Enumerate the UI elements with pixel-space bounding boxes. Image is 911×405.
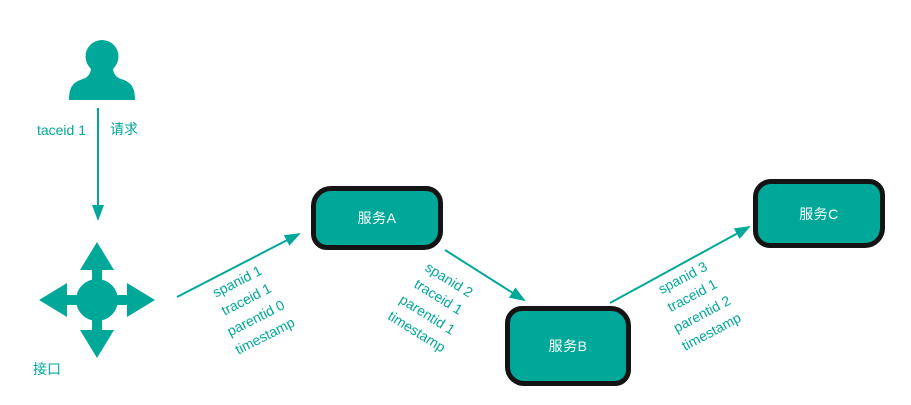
span2-arrow bbox=[444, 249, 526, 302]
service-b-label: 服务B bbox=[548, 338, 588, 354]
request-label: 请求 bbox=[110, 121, 138, 137]
interface-move-icon bbox=[39, 242, 155, 358]
traceid-label: taceid 1 bbox=[36, 122, 86, 138]
span1-arrow bbox=[176, 233, 301, 298]
service-a-label: 服务A bbox=[357, 210, 397, 226]
interface-label: 接口 bbox=[33, 361, 61, 377]
span3-arrow bbox=[609, 226, 751, 304]
service-c-label: 服务C bbox=[799, 205, 839, 222]
service-a-box: 服务A bbox=[311, 186, 443, 250]
user-icon bbox=[68, 40, 136, 100]
service-c-box: 服务C bbox=[753, 179, 885, 248]
service-b-box: 服务B bbox=[505, 306, 631, 386]
